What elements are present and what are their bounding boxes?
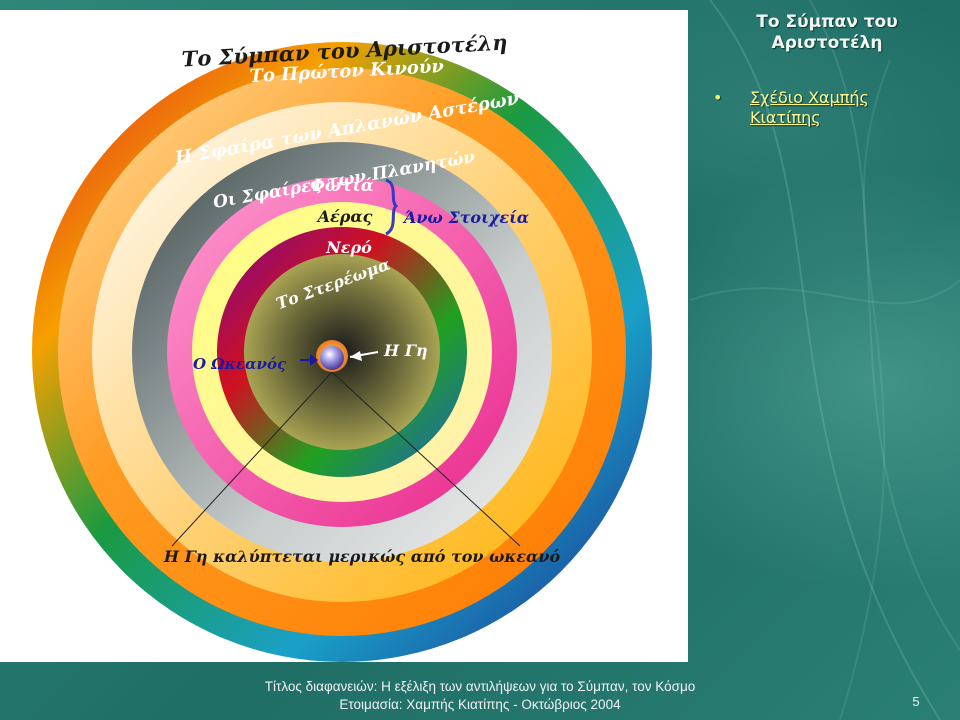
earth-label: Η Γη [383, 341, 428, 360]
footer-line2: Ετοιμασία: Χαμπής Κιατίπης - Οκτώβριος 2… [339, 697, 621, 712]
slide-title-line2: Αριστοτέλη [771, 33, 883, 53]
elements-brace-icon [385, 178, 399, 236]
bullet-line1: Σχέδιο Χαμπής [750, 88, 869, 107]
earth-arrow-head-icon [350, 351, 362, 361]
aristotle-universe-diagram: Το Σύμπαν του Αριστοτέλη Το Πρώτον Κινού… [0, 10, 688, 662]
bullet-list: • Σχέδιο Χαμπής Κιατίπης [712, 88, 942, 128]
fire-label: Φωτιά [310, 176, 374, 196]
upper-elements-label: Άνω Στοιχεία [402, 208, 529, 227]
earth-globe [320, 346, 344, 370]
ocean-label: Ο Ωκεανός [193, 355, 287, 373]
background-curves [690, 0, 960, 720]
air-label: Αέρας [316, 207, 373, 226]
water-label: Νερό [325, 238, 372, 257]
footer: Τίτλος διαφανειών: Η εξέλιξη των αντιλήψ… [180, 678, 780, 714]
ocean-caption: Η Γη καλύπτεται μερικώς από τον ωκεανό [163, 547, 561, 566]
ocean-cone [171, 371, 521, 547]
footer-line1: Τίτλος διαφανειών: Η εξέλιξη των αντιλήψ… [264, 679, 696, 694]
ocean-arrow-head-icon [310, 354, 318, 366]
slide-title: Το Σύμπαν του Αριστοτέλη [712, 12, 942, 54]
slide-title-line1: Το Σύμπαν του [756, 12, 898, 32]
bullet-item-credit[interactable]: • Σχέδιο Χαμπής Κιατίπης [712, 88, 942, 128]
bullet-line2: Κιατίπης [750, 108, 821, 127]
page-number: 5 [912, 694, 920, 709]
bullet-dot-icon: • [713, 88, 723, 107]
